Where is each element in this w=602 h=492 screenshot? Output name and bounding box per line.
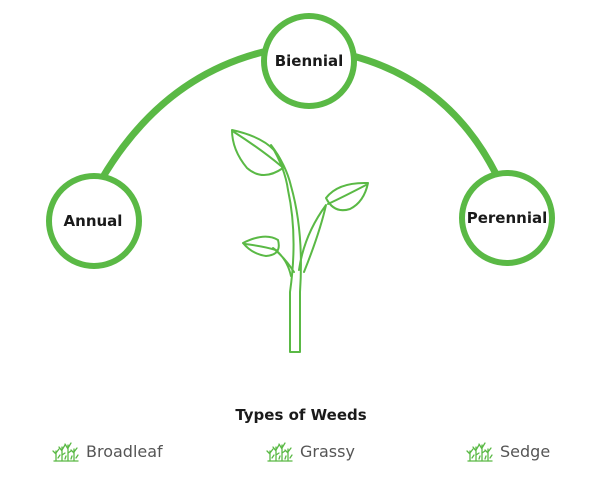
type-label-grassy: Grassy [300, 441, 355, 461]
node-circle-biennial [261, 13, 357, 109]
type-item-sedge: Sedge [466, 437, 550, 465]
weed-icon [466, 442, 493, 462]
type-item-grassy: Grassy [266, 437, 355, 465]
node-label-biennial: Biennial [274, 52, 344, 70]
arc-annual-biennial [96, 48, 267, 186]
type-label-broadleaf: Broadleaf [86, 441, 163, 461]
types-heading: Types of Weeds [235, 406, 367, 424]
arc-biennial-perennial [349, 52, 501, 180]
type-item-broadleaf: Broadleaf [52, 437, 163, 465]
node-label-annual: Annual [63, 212, 123, 230]
weed-icon [266, 442, 293, 462]
node-circle-perennial [459, 170, 555, 266]
node-circle-annual [46, 173, 142, 269]
weed-icon [52, 442, 79, 462]
plant-sprout-icon [231, 129, 369, 353]
node-label-perennial: Perennial [466, 209, 548, 227]
type-label-sedge: Sedge [500, 441, 551, 461]
